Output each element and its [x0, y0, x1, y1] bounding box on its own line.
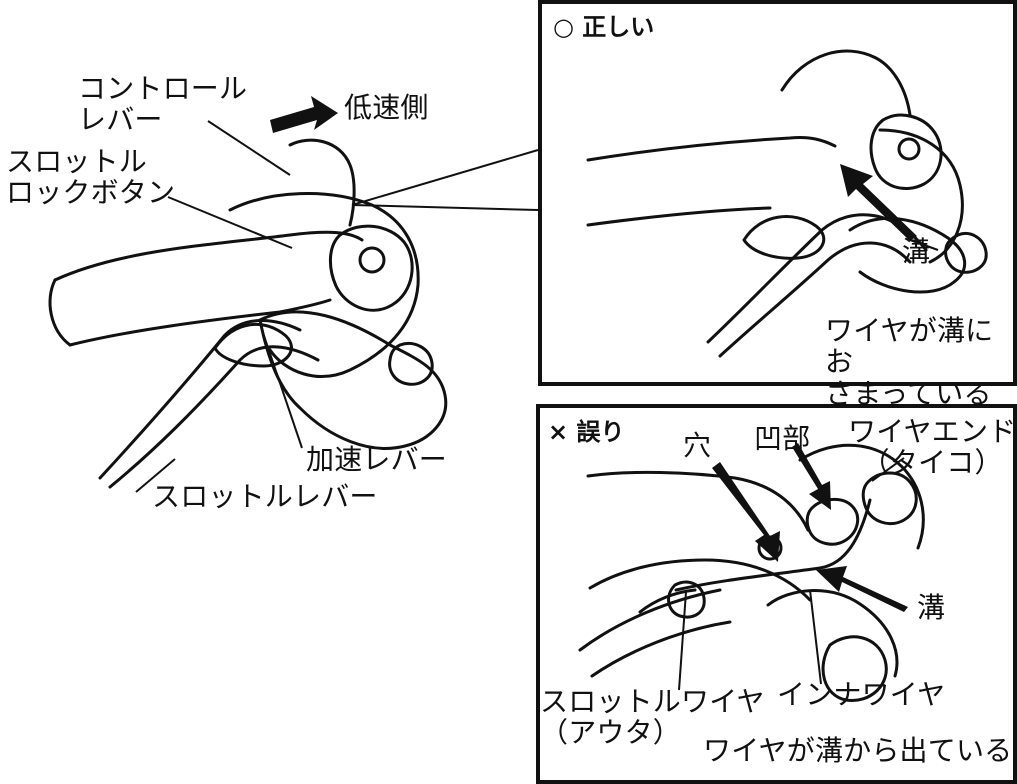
wrong-inner-wire: [674, 498, 872, 592]
left-side-knob: [388, 342, 434, 386]
low-speed-side-label: 低速側: [344, 91, 429, 124]
leader-inner-wire: [809, 589, 822, 685]
left-body: [228, 192, 420, 378]
leader-throttle-lever: [135, 458, 176, 493]
correct-cap: [869, 113, 943, 191]
throttle-lock-button-label: スロットル ロックボタン: [6, 145, 176, 210]
control-lever-label: コントロール レバー: [78, 72, 248, 137]
leader-control-lever: [207, 120, 291, 176]
callout-line-bottom: [351, 204, 539, 211]
left-lower-body: [258, 310, 448, 450]
correct-panel: [538, 0, 1017, 386]
leader-outer-wire: [678, 591, 687, 691]
left-throttle-lever: [98, 319, 302, 480]
low-speed-arrow: [270, 96, 338, 133]
left-cap: [329, 224, 414, 312]
left-throttle-lever-lower: [108, 345, 320, 489]
left-body-top: [288, 138, 356, 227]
correct-body-top: [780, 49, 912, 117]
wrong-groove-arrow: [816, 566, 908, 612]
correct-body-right: [878, 128, 964, 264]
wrong-panel: [536, 404, 1017, 784]
hole-label: 穴: [683, 429, 712, 462]
wrong-handle-top: [578, 588, 722, 652]
correct-lever-lower: [718, 241, 912, 358]
wrong-outer-wire: [638, 588, 697, 614]
wrong-cable-end: [667, 580, 706, 619]
wrong-hole-arrow: [712, 462, 780, 562]
left-lever-paddle: [213, 322, 293, 368]
leader-correct-groove: [909, 239, 939, 251]
inner-wire-label: インナワイヤ: [777, 678, 946, 711]
correct-paddle: [742, 215, 826, 260]
wrong-handle-bottom: [590, 620, 732, 678]
wrong-note-label: ワイヤが溝から出ている: [703, 734, 1013, 767]
correct-handle-top: [586, 136, 837, 162]
left-handle-end: [48, 278, 72, 347]
wrong-upper-shape: [798, 443, 925, 550]
throttle-wire-outer-label: スロットルワイヤ （アウタ）: [540, 685, 765, 750]
leader-acceleration-lever: [261, 329, 303, 449]
wrong-bottom-circle: [821, 635, 888, 702]
wrong-body-left: [586, 470, 810, 532]
leader-throttle-lock: [167, 196, 293, 249]
leader-wire-end: [871, 457, 905, 482]
correct-screw-circle: [897, 137, 921, 161]
left-handle-outline: [53, 230, 364, 282]
recess-label: 凹部: [754, 422, 811, 455]
throttle-lever-label: スロットルレバー: [152, 480, 378, 513]
correct-note-label: ワイヤが溝にお さまっている: [825, 314, 994, 410]
callout-line-top: [351, 149, 539, 206]
wrong-title: × 誤り: [548, 418, 625, 446]
correct-title: ○ 正しい: [553, 13, 655, 41]
correct-groove-label: 溝: [902, 235, 931, 268]
wrong-lever-shape: [766, 589, 899, 678]
left-screw-circle: [358, 246, 386, 274]
wrong-groove-label: 溝: [917, 591, 946, 624]
wire-end-label: ワイヤエンド （タイコ）: [848, 415, 1017, 480]
acceleration-lever-label: 加速レバー: [306, 443, 448, 476]
wrong-body-lower: [588, 558, 812, 602]
correct-handle-bottom: [586, 206, 772, 227]
correct-groove-arrow: [840, 164, 917, 241]
wrong-recess-arrow: [792, 443, 831, 510]
correct-side-knob: [944, 232, 988, 274]
left-handle-lower: [68, 298, 332, 347]
wrong-drum: [861, 471, 918, 525]
wrong-recess-shape: [805, 498, 860, 546]
